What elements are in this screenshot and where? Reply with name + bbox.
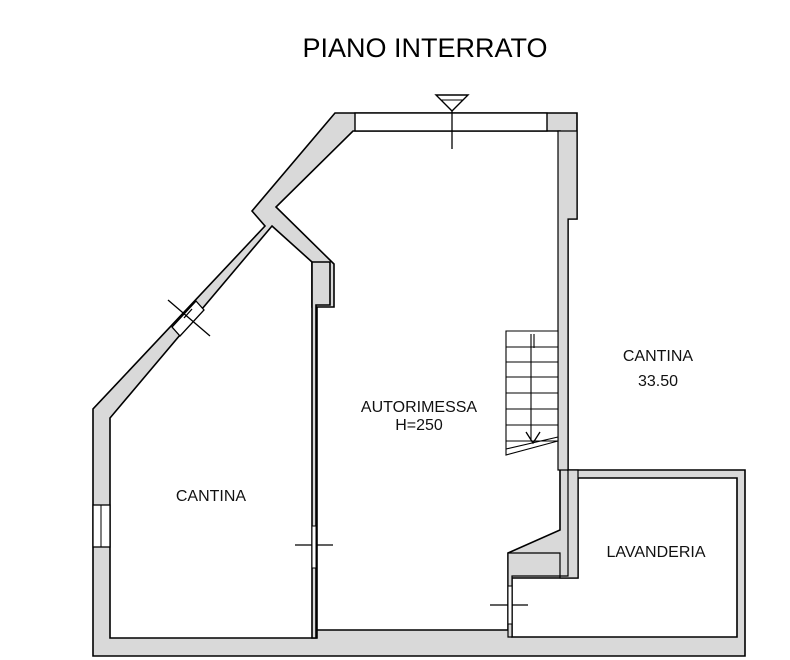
room-label-cantina-right: CANTINA [623,348,694,365]
left-window [92,504,111,548]
entrance-arrow-icon [434,94,470,112]
diagonal-window [167,299,211,337]
room-label-cantina-left: CANTINA [176,488,247,505]
partition-wall [311,261,331,639]
door-mark-lavanderia [490,585,528,625]
room-area-cantina-right: 33.50 [638,373,678,390]
lower-wall-return [507,469,579,638]
stair-direction-arrow-icon [525,431,541,445]
door-mark-left [295,525,333,569]
room-label-autorimessa: AUTORIMESSA [361,399,478,416]
right-partition [557,130,578,471]
room-height-autorimessa: H=250 [395,417,443,434]
staircase [505,330,559,456]
plan-title: PIANO INTERRATO [302,33,547,63]
outer-walls [92,112,746,657]
room-label-lavanderia: LAVANDERIA [607,544,706,561]
